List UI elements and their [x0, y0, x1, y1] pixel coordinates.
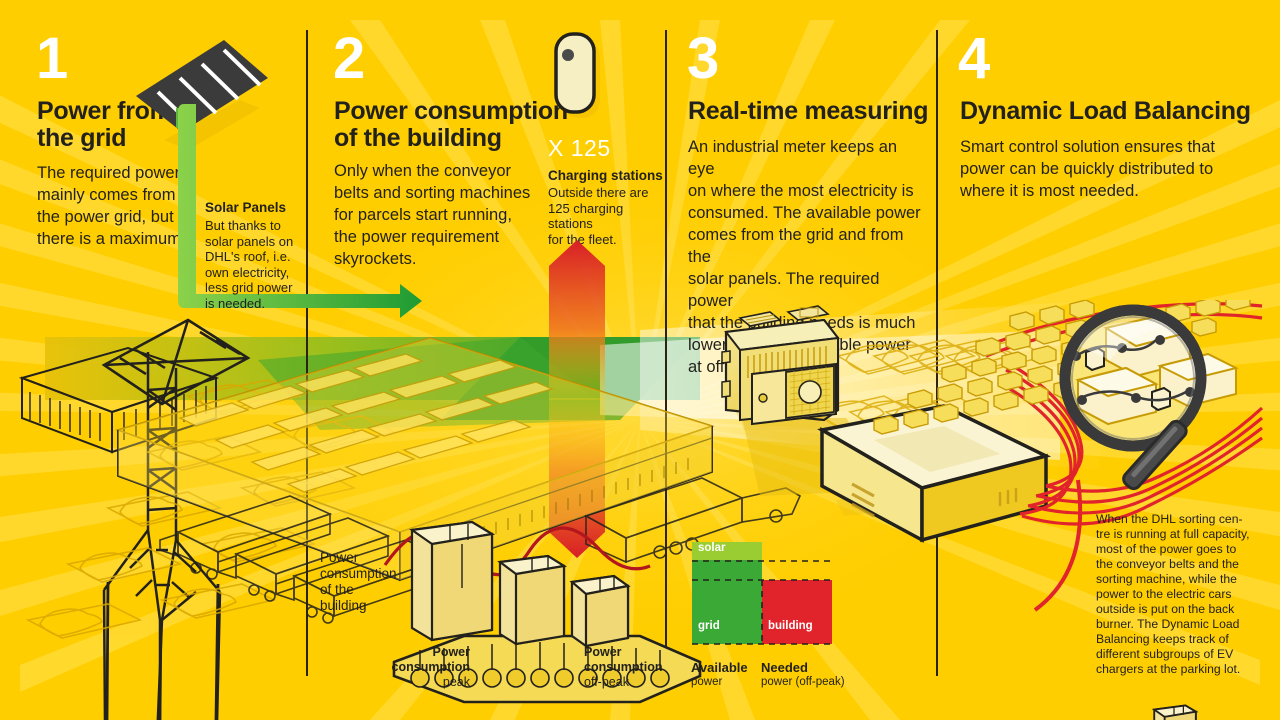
illustration-layer — [18, 300, 1264, 720]
load-balancing-controller-icon — [817, 404, 1052, 543]
step-title-4: Dynamic Load Balancing — [960, 97, 1251, 125]
legend-available-sub: power — [691, 676, 723, 688]
legend-needed-sub: power (off-peak) — [761, 676, 845, 688]
legend-needed-main: Needed — [761, 660, 808, 675]
building-consumption-label: Power consumption of the building — [320, 550, 397, 613]
conveyor-belt-icon-right — [1151, 704, 1199, 720]
bar-segment-solar — [692, 542, 762, 560]
bar-segment-building — [762, 580, 832, 644]
charging-station-icon — [554, 32, 600, 118]
parking-cars-outline — [25, 379, 397, 639]
step-number-3: 3 — [687, 26, 719, 91]
warehouse-icon — [18, 337, 715, 582]
chart-bars — [692, 542, 833, 645]
magnifying-glass-icon — [1059, 304, 1239, 491]
solar-panels-callout-title: Solar Panels — [205, 200, 287, 215]
offpeak-label: Power consumption off-peak — [584, 645, 663, 689]
conveyor-belt-icon-left — [383, 520, 702, 704]
charging-callout-body: Outside there are 125 charging stations … — [548, 185, 649, 247]
charging-callout-title: Charging stations — [548, 168, 663, 183]
electricity-pylon-icon — [101, 318, 251, 720]
power-comparison-chart: solar grid building Available power Need… — [690, 535, 865, 695]
bar-label-grid: grid — [698, 620, 720, 632]
peak-label: Power consumption peak — [391, 645, 470, 689]
bar-label-solar: solar — [698, 542, 726, 554]
step-body-1: The required power mainly comes from the… — [37, 164, 186, 248]
bar-segment-grid — [692, 560, 762, 644]
step-title-3: Real-time measuring — [688, 97, 929, 125]
dlb-note: When the DHL sorting cen- tre is running… — [1096, 512, 1250, 676]
solar-panels-callout-body: But thanks to solar panels on DHL's roof… — [205, 218, 294, 311]
step-number-4: 4 — [958, 26, 990, 91]
green-power-arrow — [178, 104, 422, 318]
divider-2 — [665, 30, 667, 676]
step-body-2: Only when the conveyor belts and sorting… — [334, 162, 531, 268]
step-body-4: Smart control solution ensures that powe… — [960, 138, 1215, 200]
charging-multiplier: X 125 — [548, 135, 611, 161]
divider-3 — [936, 30, 938, 676]
conveyor-cable — [1033, 479, 1083, 612]
bar-label-building: building — [768, 620, 813, 632]
step-title-1: Power from the grid — [37, 97, 172, 152]
step-title-2: Power consumption of the building — [334, 97, 568, 152]
legend-available-main: Available — [691, 660, 748, 675]
divider-1 — [306, 30, 308, 676]
step-number-1: 1 — [36, 26, 68, 91]
step-number-2: 2 — [333, 26, 365, 91]
